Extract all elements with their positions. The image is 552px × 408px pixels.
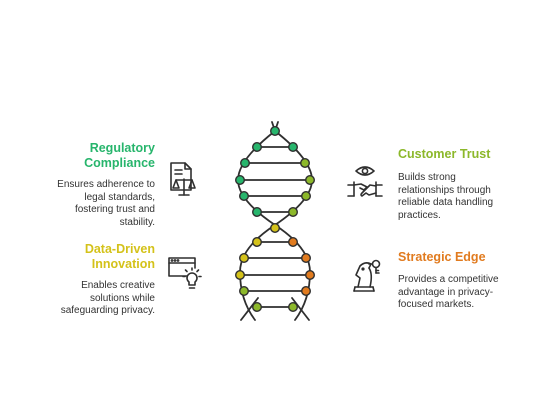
desc-line: Enables creative	[81, 280, 155, 291]
helix-node	[251, 206, 262, 217]
helix-node	[300, 157, 311, 168]
regulatory-compliance-description: Ensures adherence to legal standards, fo…	[40, 179, 155, 229]
desc-line: practices.	[398, 209, 441, 221]
desc-line: stability.	[119, 216, 155, 228]
helix-node	[288, 236, 299, 247]
desc-line: advantage in privacy-	[398, 286, 494, 298]
helix-node	[288, 302, 299, 313]
helix-node	[288, 206, 299, 217]
chess-knight-icon	[353, 259, 381, 292]
innovation-title-line1: Data-Driven	[84, 242, 155, 256]
helix-node	[238, 252, 249, 263]
helix-node	[238, 190, 249, 201]
regulatory-compliance-title: Regulatory Compliance	[60, 141, 155, 171]
strategic-edge-description: Provides a competitive advantage in priv…	[398, 274, 538, 312]
helix-node	[301, 252, 312, 263]
helix-node	[288, 141, 299, 152]
desc-line: reliable data handling	[398, 197, 494, 208]
helix-node	[234, 270, 245, 281]
desc-line: solutions while	[89, 292, 155, 304]
browser-lightbulb-icon	[168, 257, 202, 289]
helix-node	[301, 190, 312, 201]
helix-node	[305, 174, 316, 185]
desc-line: Provides a competitive	[398, 274, 499, 285]
document-scales-icon	[170, 162, 196, 196]
eye-handshake-icon	[347, 166, 383, 197]
helix-node	[238, 286, 249, 297]
helix-node	[251, 141, 262, 152]
helix-node	[270, 222, 281, 233]
helix-node	[239, 157, 250, 168]
customer-trust-title: Customer Trust	[398, 147, 491, 161]
innovation-title-line2: Innovation	[91, 257, 155, 271]
desc-line: Builds strong	[398, 172, 456, 183]
desc-line: fostering trust and	[74, 204, 155, 215]
desc-line: Ensures adherence to	[57, 179, 155, 190]
data-driven-innovation-description: Enables creative solutions while safegua…	[40, 280, 155, 318]
helix-node	[251, 236, 262, 247]
helix-tail	[240, 297, 259, 321]
regulatory-title-line1: Regulatory	[89, 141, 155, 155]
helix-node	[305, 270, 316, 281]
data-driven-innovation-title: Data-Driven Innovation	[60, 242, 155, 272]
helix-node	[270, 125, 281, 136]
helix-tail	[291, 297, 310, 321]
helix-node	[251, 302, 262, 313]
desc-line: focused markets.	[398, 299, 475, 310]
desc-line: relationships through	[398, 184, 491, 196]
strategic-edge-title: Strategic Edge	[398, 250, 486, 264]
desc-line: safeguarding privacy.	[60, 305, 155, 316]
regulatory-title-line2: Compliance	[84, 156, 155, 170]
customer-trust-description: Builds strong relationships through reli…	[398, 172, 538, 222]
helix-node	[301, 286, 312, 297]
desc-line: legal standards,	[84, 191, 155, 203]
helix-node	[234, 174, 245, 185]
